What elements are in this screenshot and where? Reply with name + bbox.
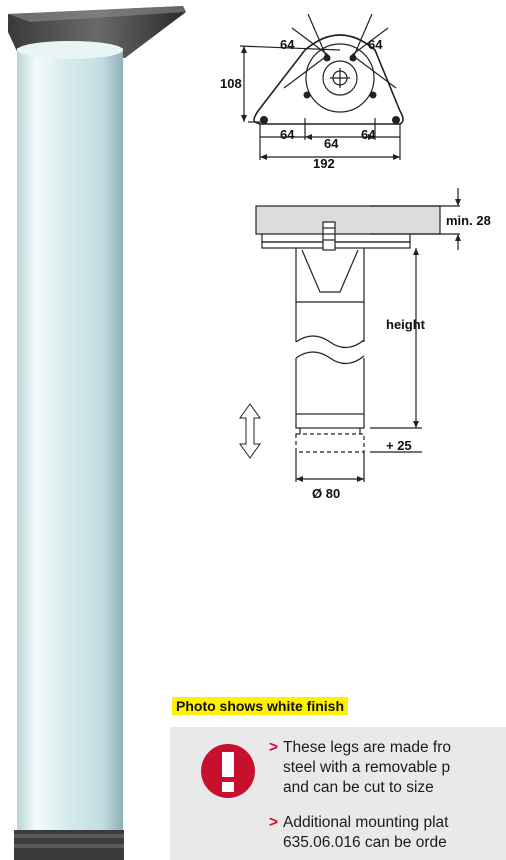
- note-line: These legs are made fro: [283, 739, 452, 756]
- dim-upper-left: 64: [280, 37, 295, 52]
- min-thickness-label: min. 28: [446, 213, 491, 228]
- dim-lower-mid: 64: [324, 136, 339, 151]
- dim-lower-right: 64: [361, 127, 376, 142]
- table-leg-photo: [8, 6, 186, 860]
- dim-total: 192: [313, 156, 335, 171]
- dim-lower-left: 64: [280, 127, 295, 142]
- extension-label: + 25: [386, 438, 412, 453]
- height-label: height: [386, 317, 426, 332]
- note-item: > Additional mounting plat 635.06.016 ca…: [269, 813, 506, 853]
- dim-upper-right: 64: [368, 37, 383, 52]
- bullet-arrow-icon: >: [269, 739, 279, 756]
- diameter-label: Ø 80: [312, 486, 340, 501]
- dim-height: 108: [220, 76, 242, 91]
- note-line: 635.06.016 can be orde: [283, 834, 447, 851]
- photo-caption: Photo shows white finish: [172, 697, 348, 715]
- note-line: and can be cut to size: [283, 779, 434, 796]
- note-item: > These legs are made fro steel with a r…: [269, 738, 506, 798]
- bullet-arrow-icon: >: [269, 814, 279, 831]
- note-box: > These legs are made fro steel with a r…: [170, 727, 506, 860]
- note-line: steel with a removable p: [283, 759, 451, 776]
- top-view-drawing: 64 64 108 64 64 64 192: [220, 13, 404, 171]
- side-view-drawing: min. 28 height + 25 Ø 80: [239, 188, 491, 501]
- note-line: Additional mounting plat: [283, 814, 449, 831]
- warning-icon: [201, 744, 255, 798]
